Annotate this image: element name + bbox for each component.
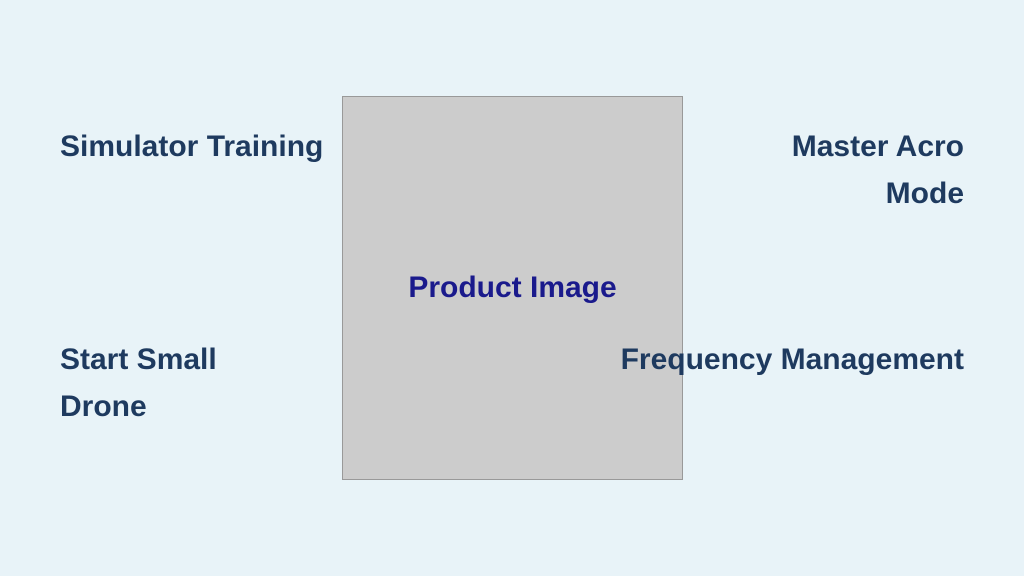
label-simulator-training: Simulator Training: [60, 130, 324, 163]
label-start-small-drone: Start Small Drone: [60, 343, 217, 423]
product-image-label: Product Image: [408, 271, 617, 304]
label-frequency-management: Frequency Management: [620, 343, 964, 376]
product-image-placeholder: [342, 96, 683, 480]
label-master-acro-mode: Master Acro Mode: [791, 130, 964, 210]
